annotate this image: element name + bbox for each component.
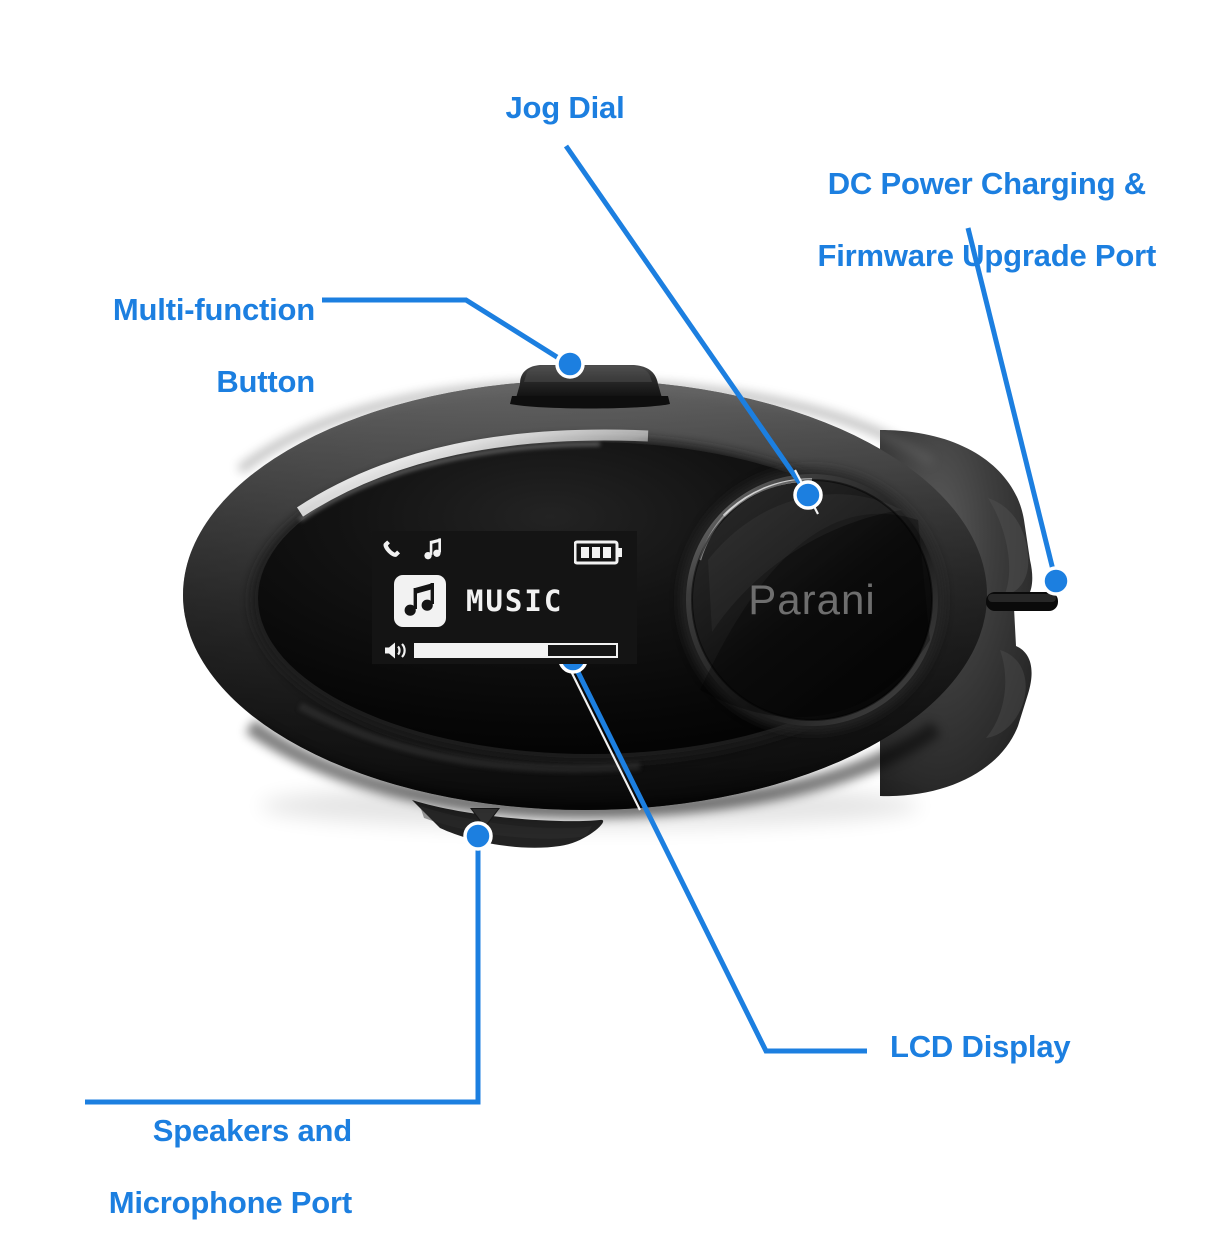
jog-dial[interactable]: Parani: [680, 468, 944, 732]
leader-multi-function-button: [322, 297, 570, 367]
lcd-volume-row: [372, 639, 637, 661]
dot-speaker-mic-port: [463, 821, 493, 851]
leader-jog-dial: [563, 144, 809, 494]
music-note-icon: [420, 536, 446, 568]
leader-speaker-mic-port: [85, 836, 481, 1105]
dot-multi-function-button: [555, 349, 585, 379]
callout-label-multi-function-button: Multi-function Button: [10, 256, 315, 436]
diagram-canvas: Parani: [10, 90, 1210, 1220]
dc-power-label-line2: Firmware Upgrade Port: [817, 237, 1157, 273]
speaker-volume-icon: [384, 641, 412, 664]
speaker-mic-label-line2: Microphone Port: [108, 1184, 352, 1220]
lcd-status-bar: [372, 531, 637, 573]
mfb-label-line2: Button: [216, 363, 315, 399]
volume-slider-track[interactable]: [414, 643, 618, 658]
callout-label-lcd-display: LCD Display: [890, 1029, 1071, 1064]
mfb-label-line1: Multi-function: [112, 291, 315, 327]
callout-label-dc-power-port: DC Power Charging & Firmware Upgrade Por…: [730, 130, 1210, 310]
speaker-mic-label-line1: Speakers and: [152, 1112, 352, 1148]
dc-power-firmware-port[interactable]: [986, 592, 1058, 611]
volume-slider-fill: [416, 645, 548, 656]
dot-dc-power-port: [1041, 566, 1071, 596]
callout-leader-lines: [85, 144, 1058, 1105]
face-specular-highlight: [296, 429, 649, 517]
callout-endpoint-dots: [463, 349, 1071, 851]
brand-wordmark: Parani: [748, 576, 875, 623]
callout-label-speaker-mic-port: Speakers and Microphone Port: [0, 1077, 352, 1257]
lcd-mode-label: MUSIC: [466, 584, 564, 618]
callout-label-jog-dial: Jog Dial: [505, 90, 625, 125]
music-album-icon: [394, 575, 446, 627]
dot-jog-dial: [793, 480, 823, 510]
dc-power-label-line1: DC Power Charging &: [827, 165, 1146, 201]
lcd-display[interactable]: MUSIC: [372, 531, 637, 664]
leader-lcd-display: [570, 660, 867, 1054]
multi-function-button[interactable]: [510, 365, 670, 409]
battery-icon: [573, 540, 624, 570]
phone-icon: [380, 537, 406, 568]
leader-dc-power-port: [965, 227, 1058, 579]
